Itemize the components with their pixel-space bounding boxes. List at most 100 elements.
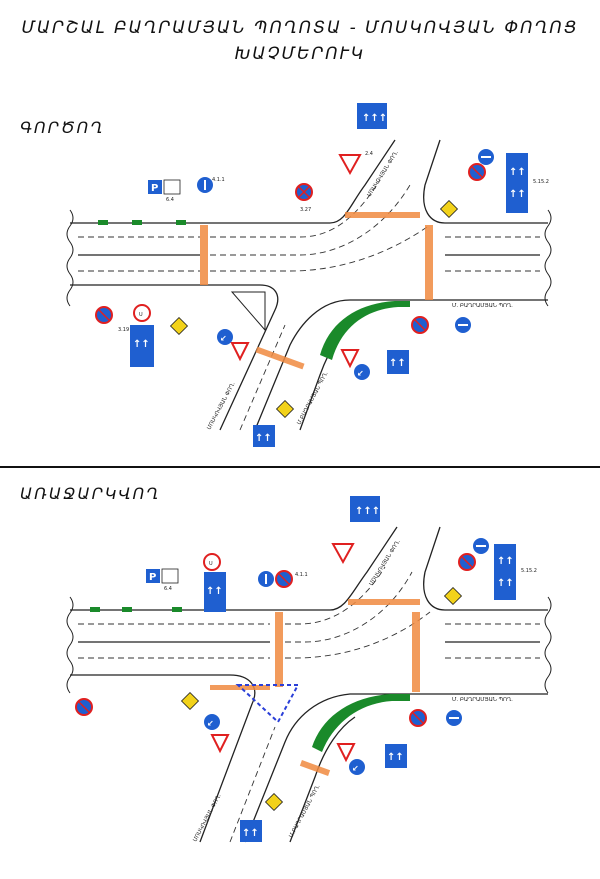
crosswalk-east [412, 612, 420, 692]
page-title-line-1: ՄԱՐՇԱԼ ԲԱՂՐԱՄՅԱՆ ՊՈՂՈՏԱ - ՄՈՍԿՈՎՅԱՆ ՓՈՂՈ… [21, 18, 579, 38]
svg-text:↙: ↙ [357, 369, 364, 378]
traffic-island [312, 694, 410, 752]
info-circle-right [473, 538, 489, 554]
panel-label-current: ԳՈՐԾՈՂ [20, 118, 105, 137]
yield-triangle-sign [338, 154, 362, 176]
intersection-diagram-proposed: P 6.4 U ↑↑ 4.1.1 ↑↑↑ ↑↑ ↑↑ 5.15.2 [66, 496, 552, 843]
crosswalk-west [275, 612, 283, 687]
cut-edge-right [544, 596, 552, 694]
page-title-line-2: ԽԱՉՄԵՐՈՒԿ [234, 44, 366, 64]
keep-left-sign: ↙ [217, 329, 233, 345]
no-turn-sign: U [203, 553, 221, 571]
panel-label-proposed: ԱՌԱՋԱՐԿՎՈՂ [20, 484, 161, 503]
parking-sign: P 6.4 [148, 179, 181, 203]
crosswalks [210, 599, 420, 776]
lane-direction-sign-left: ↑↑ [204, 572, 226, 612]
crosswalk-west-diagonal [210, 685, 270, 690]
svg-text:P: P [149, 572, 156, 583]
sign-code-4-1-1: 4.1.1 [295, 572, 308, 578]
keep-left-sign: ↙ [204, 714, 220, 730]
lane-direction-sign-bottom: ↑↑ [240, 820, 262, 842]
lane-direction-sign-top: ↑↑↑ [357, 103, 387, 129]
street-name-baghramyan: Մ. ԲԱՂՐԱՄՅԱՆ ՊՈՂ. [452, 303, 513, 309]
lane-direction-sign-right: ↑↑ ↑↑ [506, 153, 528, 213]
info-circle-lower-right [455, 317, 471, 333]
keep-left-sign-island: ↙ [354, 364, 370, 380]
crosswalk-west [200, 225, 208, 285]
sign-code-3-27: 3.27 [300, 207, 311, 213]
svg-text:P: P [151, 183, 158, 194]
crosswalk-south [255, 346, 305, 370]
priority-diamond-left [169, 316, 189, 336]
sign-code-2-4: 2.4 [365, 151, 373, 157]
svg-text:↑↑↑: ↑↑↑ [355, 506, 380, 517]
svg-text:↙: ↙ [352, 764, 359, 773]
yield-triangle-lower [230, 342, 250, 362]
crosswalk-south [299, 760, 331, 776]
info-circle-lower-right [446, 710, 462, 726]
lane-direction-sign-top: ↑↑↑ [350, 496, 380, 522]
no-stopping-sign-lower-right [411, 316, 429, 334]
svg-text:↑↑: ↑↑ [509, 189, 526, 200]
cut-edge-left [66, 209, 74, 307]
traffic-island [320, 301, 410, 360]
sign-code-3-19: 3.19 [118, 327, 129, 333]
yield-triangle-lower [210, 734, 230, 754]
svg-text:↑↑: ↑↑ [242, 828, 259, 839]
priority-diamond-bottom [264, 792, 284, 812]
no-stopping-sign-right [458, 553, 476, 571]
svg-text:↑↑: ↑↑ [497, 556, 514, 567]
sign-code-5-15-2: 5.15.2 [533, 179, 549, 185]
street-name-baghramyan: Մ. ԲԱՂՐԱՄՅԱՆ ՊՈՂ. [452, 697, 513, 703]
road-edges [70, 139, 548, 431]
svg-text:↙: ↙ [207, 719, 214, 728]
no-stopping-sign-right [468, 163, 486, 181]
no-turn-sign: U [133, 304, 151, 322]
cut-edge-left [66, 596, 74, 694]
crosswalk-north [348, 599, 420, 605]
svg-text:↑↑: ↑↑ [133, 339, 150, 350]
street-name-moskovyan-lower: ՄՈՍԿՈՎՅԱՆ ՓՈՂ. [192, 793, 222, 843]
crosswalk-north [345, 212, 420, 218]
svg-text:↑↑: ↑↑ [389, 358, 406, 369]
sign-code-4-1-1: 4.1.1 [212, 177, 225, 183]
proposed-island-outline [235, 684, 300, 724]
svg-text:U: U [139, 312, 143, 318]
no-stopping-sign [275, 570, 293, 588]
lane-direction-sign-bottom: ↑↑ [253, 425, 275, 447]
svg-text:6.4: 6.4 [166, 197, 174, 203]
parking-sign: P 6.4 [146, 568, 179, 592]
street-name-baghramyan-lower: Մ.ԲԱՂՐԱՄՅԱՆ ՊՈՂ. [296, 371, 329, 426]
panel-divider [0, 466, 600, 468]
triangle-island [230, 291, 266, 332]
svg-text:↑↑: ↑↑ [387, 752, 404, 763]
street-name-baghramyan-lower: Մ.ԲԱՂՐԱՄՅԱՆ ՊՈՂ. [288, 784, 321, 839]
sign-code-5-15-2: 5.15.2 [521, 568, 537, 574]
curb-markers [98, 220, 186, 225]
lane-direction-sign-island: ↑↑ [387, 350, 409, 374]
crosswalk-east [425, 225, 433, 300]
no-stopping-sign [295, 183, 313, 201]
svg-text:↑↑: ↑↑ [206, 586, 223, 597]
yield-triangle-island [336, 743, 356, 763]
priority-road-diamond [439, 199, 459, 219]
lane-direction-sign-island: ↑↑ [385, 744, 407, 768]
yield-triangle-island [340, 349, 360, 369]
info-sign-blue-circle [258, 571, 274, 587]
svg-text:↑↑: ↑↑ [509, 167, 526, 178]
yield-triangle-sign [331, 543, 355, 565]
info-sign-blue-circle [197, 177, 213, 193]
priority-diamond-bottom [275, 399, 295, 419]
no-stopping-sign-left [75, 698, 93, 716]
svg-text:↑↑↑: ↑↑↑ [362, 113, 387, 124]
keep-left-sign-island: ↙ [349, 759, 365, 775]
lane-direction-sign-right: ↑↑ ↑↑ [494, 544, 516, 600]
info-circle-right [478, 149, 494, 165]
street-name-moskovyan-lower: ՄՈՍԿՈՎՅԱՆ ՓՈՂ. [206, 381, 236, 431]
priority-road-diamond [443, 586, 463, 606]
svg-text:6.4: 6.4 [164, 586, 172, 592]
road-edges [70, 526, 548, 843]
curb-markers [90, 607, 182, 612]
svg-text:U: U [209, 561, 213, 567]
priority-diamond-left [180, 691, 200, 711]
